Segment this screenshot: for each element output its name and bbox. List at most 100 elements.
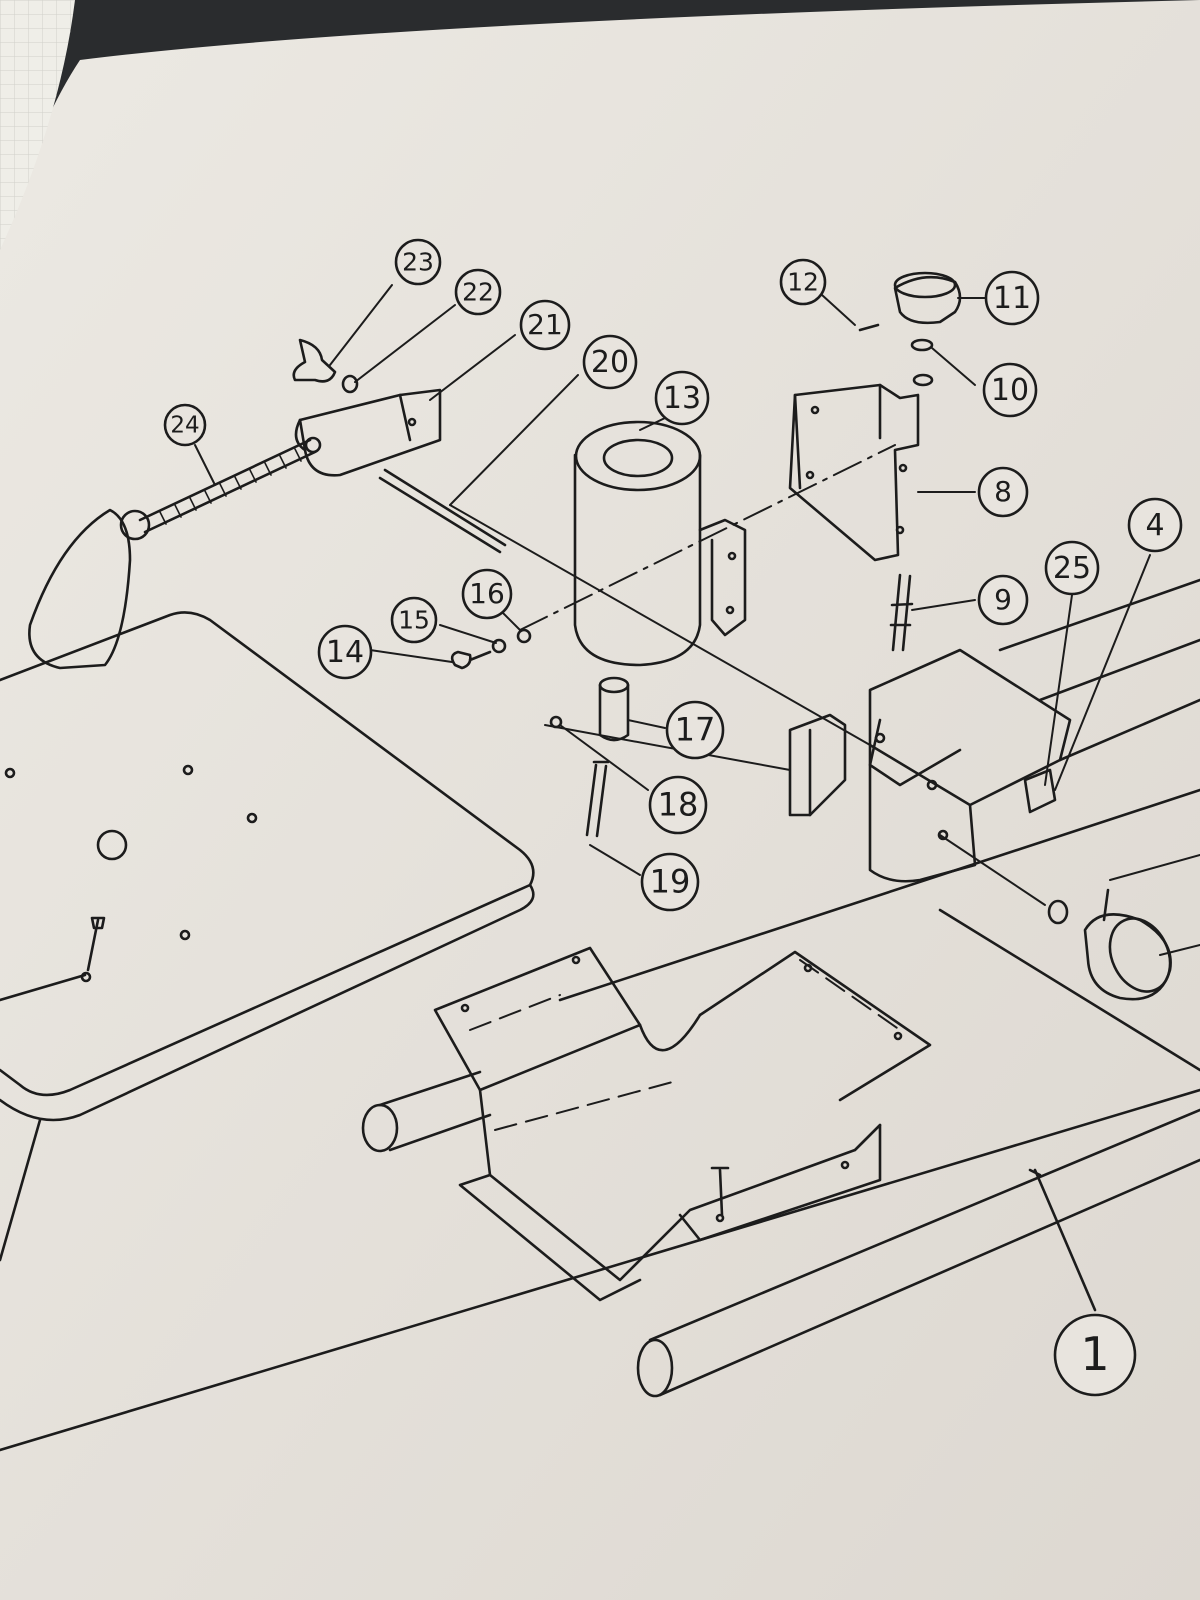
cylinder-top	[574, 420, 702, 492]
callout-circle	[654, 370, 710, 426]
tube-lower-end	[636, 1338, 674, 1398]
callout-circle	[977, 466, 1029, 518]
callout-4: 4	[1127, 497, 1183, 553]
callout-label: 22	[462, 277, 494, 306]
callout-circle	[665, 700, 725, 760]
callout-22: 22	[454, 268, 502, 316]
pin-rod	[378, 468, 507, 554]
callout-label: 4	[1145, 508, 1164, 543]
cylinder-bore	[602, 438, 674, 478]
bracket-hole	[304, 436, 322, 454]
callout-circle	[640, 852, 700, 912]
leader-9	[911, 599, 976, 611]
callout-label: 20	[591, 345, 629, 380]
pad-block	[788, 713, 847, 817]
cradle-hole	[893, 1031, 903, 1041]
callout-9: 9	[977, 574, 1029, 626]
leader-10	[931, 347, 976, 386]
callout-circle	[394, 238, 442, 286]
tab-hole	[727, 551, 737, 561]
housing-hole	[874, 732, 886, 744]
callout-8: 8	[977, 466, 1029, 518]
callout-circle	[461, 568, 513, 620]
stud-9	[889, 573, 914, 652]
bracket8-hole	[810, 405, 820, 415]
leader-15	[439, 624, 497, 644]
callout-circle	[519, 299, 571, 351]
callout-label: 11	[993, 281, 1031, 316]
base-leader	[1033, 1168, 1097, 1312]
housing-plate	[868, 718, 962, 787]
tab-hole	[725, 605, 735, 615]
callout-16: 16	[461, 568, 513, 620]
cylinder-body	[573, 453, 702, 667]
callout-circle	[582, 334, 638, 390]
leader-right-knob	[1109, 854, 1200, 956]
callout-label: 1	[1080, 1327, 1109, 1381]
washer	[341, 374, 359, 394]
leader-14	[369, 649, 453, 663]
callout-circle	[779, 258, 827, 306]
cylinder-tab	[698, 518, 747, 637]
platform-plate-edge	[0, 883, 535, 1122]
knob-right-pin	[1102, 888, 1110, 922]
callout-label: 10	[991, 373, 1029, 408]
callout-19: 19	[640, 852, 700, 912]
callout-13: 13	[654, 370, 710, 426]
callout-circle	[977, 574, 1029, 626]
callout-circle	[1044, 540, 1100, 596]
plate-leader	[0, 973, 87, 1002]
left-page-grid-lines	[0, 0, 75, 250]
callout-15: 15	[390, 596, 438, 644]
callout-label: 23	[402, 247, 434, 276]
callout-circle	[984, 270, 1040, 326]
bracket8-hole	[895, 525, 905, 535]
washer-15	[491, 638, 507, 654]
callout-1: 1	[1053, 1313, 1137, 1397]
bracket8-hole	[898, 463, 908, 473]
clip-25	[1023, 768, 1057, 814]
leader-12	[821, 294, 856, 326]
leader-22	[354, 304, 456, 383]
threaded-rod	[138, 438, 317, 534]
cradle-hole	[715, 1213, 725, 1223]
callout-circle	[390, 596, 438, 644]
callout-label: 25	[1053, 551, 1091, 586]
clamp-pad	[28, 508, 132, 670]
callout-circle	[982, 362, 1038, 418]
callout-label: 12	[787, 267, 819, 296]
plate-hole	[4, 767, 16, 779]
leader-4	[1054, 554, 1151, 791]
callout-label: 16	[469, 577, 505, 610]
tube-lower	[648, 1108, 1200, 1397]
callout-label: 19	[650, 863, 691, 901]
callout-14: 14	[317, 624, 373, 680]
plate-hole	[179, 929, 191, 941]
bracket-top-hole	[912, 373, 934, 387]
leader-24	[194, 444, 216, 486]
callout-label: 17	[675, 711, 716, 749]
frame-tube-right	[998, 578, 1200, 762]
wing-nut	[292, 338, 337, 383]
callout-20: 20	[582, 334, 638, 390]
knob-11	[893, 275, 962, 325]
leader-17	[627, 719, 666, 729]
pin-12	[858, 323, 880, 332]
callout-label: 14	[326, 635, 364, 670]
centerline-a	[519, 444, 896, 631]
cradle-hole	[460, 1003, 470, 1013]
callout-label: 24	[170, 413, 199, 439]
callout-label: 8	[994, 475, 1012, 508]
callout-12: 12	[779, 258, 827, 306]
washer-right	[1047, 899, 1069, 925]
base-tick	[1028, 1168, 1042, 1177]
leader-13	[639, 417, 666, 431]
plate-hole	[182, 764, 194, 776]
cradle-inner	[458, 1123, 882, 1302]
callout-label: 18	[658, 786, 699, 824]
callout-11: 11	[984, 270, 1040, 326]
bracket-hole-small	[407, 417, 417, 427]
cradle-hole	[571, 955, 581, 965]
callout-18: 18	[648, 775, 708, 835]
